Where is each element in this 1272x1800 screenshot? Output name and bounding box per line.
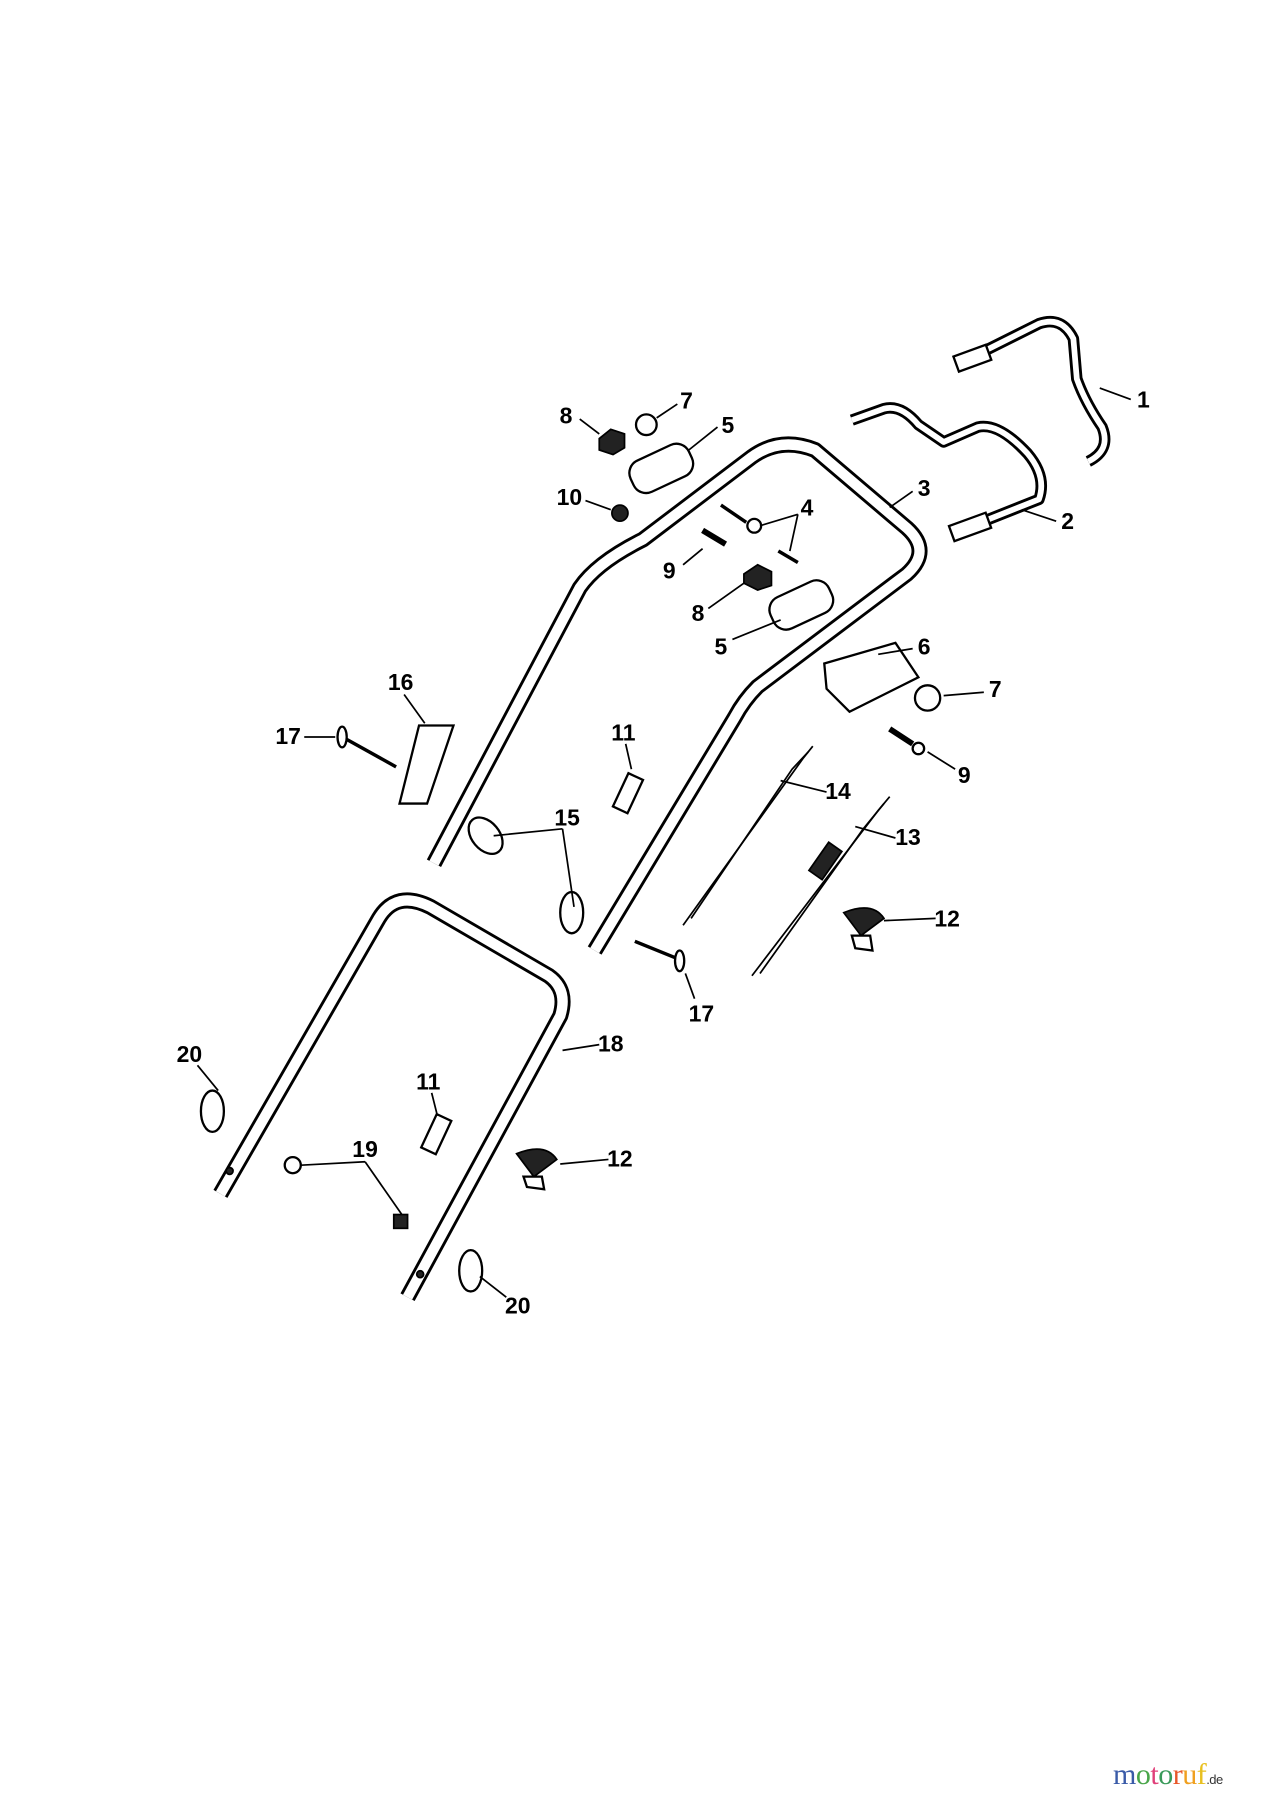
callout-label-1: 1 bbox=[1137, 387, 1150, 413]
callout-label-8: 8 bbox=[560, 403, 573, 429]
cable-part-14 bbox=[682, 745, 814, 926]
callout-label-18: 18 bbox=[598, 1031, 624, 1057]
callout-label-17: 17 bbox=[275, 723, 301, 749]
callout-label-3: 3 bbox=[918, 475, 931, 501]
callout-label-10: 10 bbox=[557, 484, 583, 510]
callout-label-9: 9 bbox=[958, 762, 971, 788]
callout-label-17: 17 bbox=[689, 1001, 715, 1027]
bar-part-2 bbox=[849, 402, 1047, 543]
callout-label-7: 7 bbox=[680, 388, 693, 414]
callout-label-12: 12 bbox=[934, 905, 960, 931]
lower-handle-part-18 bbox=[213, 892, 571, 1302]
callout-label-16: 16 bbox=[388, 669, 414, 695]
callout-label-11: 11 bbox=[416, 1068, 440, 1094]
motoruf-watermark-logo: motoruf.de bbox=[1113, 1758, 1223, 1791]
upper-handle-part-3 bbox=[426, 436, 928, 955]
callout-label-9: 9 bbox=[663, 558, 676, 584]
callout-label-4: 4 bbox=[801, 494, 814, 520]
small-parts bbox=[199, 413, 942, 1293]
callout-label-15: 15 bbox=[554, 804, 580, 830]
leader-lines bbox=[196, 387, 1132, 1298]
callout-label-19: 19 bbox=[352, 1136, 378, 1162]
callout-label-7: 7 bbox=[989, 676, 1002, 702]
callout-label-2: 2 bbox=[1061, 508, 1074, 534]
callout-label-12: 12 bbox=[607, 1145, 633, 1171]
callout-label-13: 13 bbox=[895, 824, 921, 850]
callout-label-11: 11 bbox=[611, 719, 635, 745]
callout-label-6: 6 bbox=[918, 633, 931, 659]
callout-label-5: 5 bbox=[721, 412, 734, 438]
callout-label-20: 20 bbox=[177, 1041, 203, 1067]
callout-label-5: 5 bbox=[715, 633, 728, 659]
bar-part-1 bbox=[951, 315, 1111, 467]
callout-label-8: 8 bbox=[692, 600, 705, 626]
watermark-tld: .de bbox=[1206, 1772, 1223, 1787]
callout-label-14: 14 bbox=[825, 778, 851, 804]
callout-label-20: 20 bbox=[505, 1292, 531, 1318]
